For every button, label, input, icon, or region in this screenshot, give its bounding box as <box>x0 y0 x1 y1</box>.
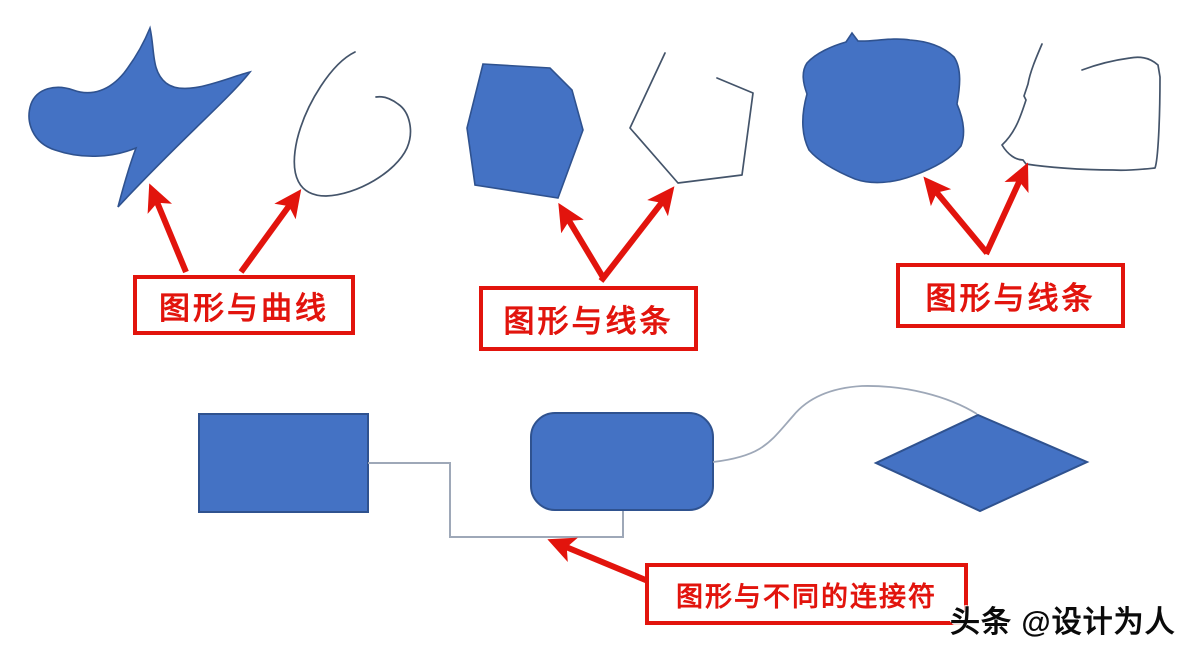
arrow-to-open-scribble <box>983 162 1029 256</box>
annotation-label: 图形与不同的连接符 <box>676 581 937 612</box>
filled-polygon-shape <box>466 63 584 199</box>
annotation-label: 图形与线条 <box>925 281 1096 316</box>
open-curve-shape <box>293 51 412 197</box>
curved-connector <box>712 385 978 463</box>
watermark-text: 头条 @设计为人 <box>950 606 1176 639</box>
arrow-to-open-polyline <box>598 186 675 283</box>
flowchart-rounded-rectangle <box>530 412 714 511</box>
arrow-to-open-curve <box>238 189 302 274</box>
arrow-to-filled-polygon <box>558 202 607 281</box>
flowchart-rectangle <box>198 413 369 513</box>
annotation-box-shapes-lines-2: 图形与线条 <box>896 263 1125 328</box>
elbow-connector <box>368 462 624 538</box>
annotation-box-shapes-curves: 图形与曲线 <box>133 275 355 335</box>
annotation-label: 图形与线条 <box>503 304 674 339</box>
annotation-box-shapes-lines-1: 图形与线条 <box>479 286 698 351</box>
filled-scribble-shape <box>801 31 965 184</box>
annotation-label: 图形与曲线 <box>159 290 329 326</box>
freeform-star-shape <box>28 25 253 208</box>
annotation-arrows <box>147 162 1029 584</box>
open-scribble-shape <box>1001 43 1161 172</box>
open-polyline-shape <box>629 52 754 184</box>
arrow-to-filled-scribble <box>923 176 990 255</box>
annotation-box-shapes-connectors: 图形与不同的连接符 <box>645 563 968 625</box>
arrow-to-star <box>147 183 189 274</box>
arrow-to-connector <box>547 537 650 584</box>
flowchart-diamond <box>873 413 1090 513</box>
